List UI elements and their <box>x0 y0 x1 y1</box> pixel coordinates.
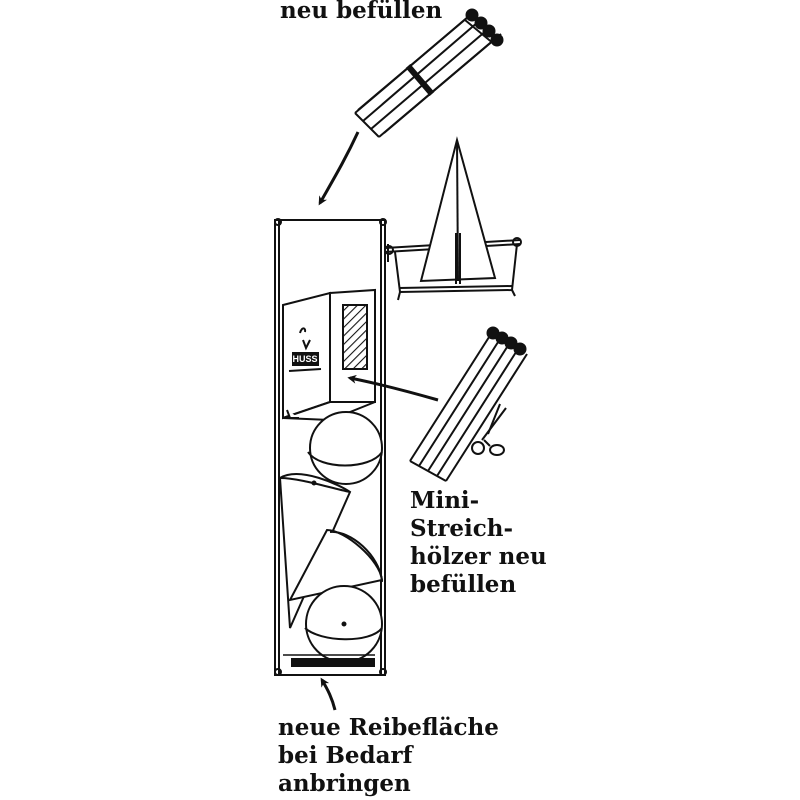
arrow-bottom-to-strip <box>320 677 337 711</box>
label-striking-line-1: neue Reibefläche <box>278 714 499 741</box>
label-mini-line-3: hölzer neu <box>410 543 547 570</box>
label-mini-line-4: befüllen <box>410 571 517 598</box>
label-striking-line-2: bei Bedarf <box>278 742 413 769</box>
arrow-mini-to-matchbox <box>347 374 439 402</box>
label-mini-matches: Mini- Streich- hölzer neu befüllen <box>410 487 547 599</box>
matchbox <box>282 288 376 422</box>
scissors-icon <box>471 403 507 456</box>
matchbox-brand-text: HUSS <box>292 354 317 364</box>
striking-surface-strip <box>283 654 375 667</box>
label-mini-line-2: Streich- <box>410 515 513 542</box>
label-striking-line-3: anbringen <box>278 770 411 797</box>
match-bundle-top <box>354 8 504 138</box>
label-top-refill-text: neu befüllen <box>280 0 443 24</box>
arrow-top-to-container <box>318 131 360 206</box>
container-contents <box>278 411 384 663</box>
label-top-refill: neu befüllen <box>280 0 442 25</box>
label-striking-surface: neue Reibefläche bei Bedarf anbringen <box>278 714 499 798</box>
match-bundle-right <box>409 326 528 482</box>
tree-figure <box>419 136 497 284</box>
label-mini-line-1: Mini- <box>410 487 480 514</box>
